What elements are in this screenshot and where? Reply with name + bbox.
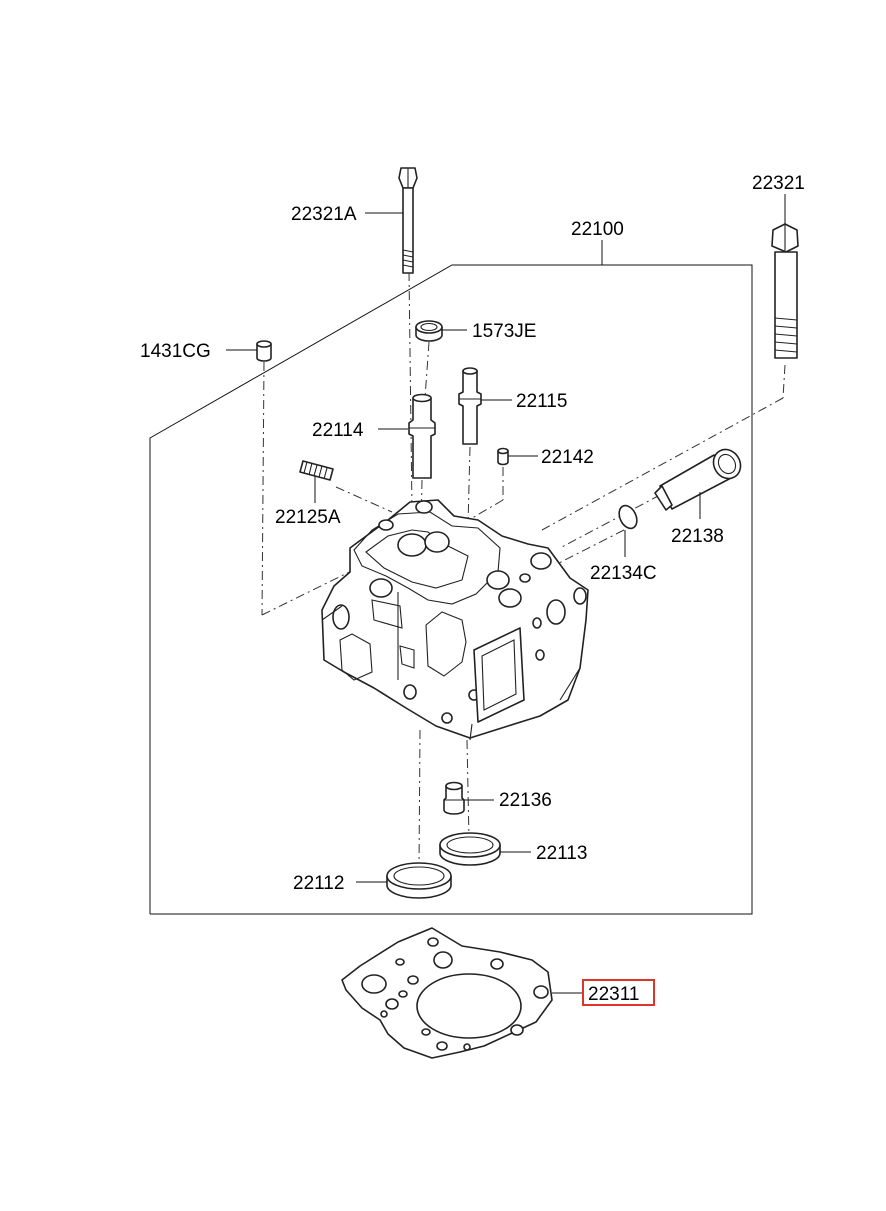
label-22113[interactable]: 22113 [536,843,587,864]
label-22311[interactable]: 22311 [588,984,639,1005]
highlight-box-22311[interactable] [582,979,655,1006]
label-22321a[interactable]: 22321A [291,204,357,225]
label-22138[interactable]: 22138 [671,526,724,547]
guide-22115 [458,367,482,445]
label-1573je[interactable]: 1573JE [472,321,536,342]
seat-ring-22112 [386,862,452,899]
plug-22136 [443,781,465,815]
label-22114[interactable]: 22114 [312,420,364,441]
label-22136[interactable]: 22136 [499,790,552,811]
seat-ring-22113 [439,832,501,866]
pin-1431cg [256,340,272,362]
label-22142[interactable]: 22142 [541,447,594,468]
pin-22142 [497,447,509,466]
label-1431cg[interactable]: 1431CG [140,341,211,362]
label-22115[interactable]: 22115 [516,391,567,412]
assembly-lines [261,271,786,869]
label-22134c[interactable]: 22134C [590,563,657,584]
label-22125a[interactable]: 22125A [275,507,341,528]
oring-22134c [618,504,638,530]
seal-1573je [415,320,443,342]
bolt-22321a [398,167,418,274]
label-22112[interactable]: 22112 [293,873,344,894]
gasket-22311 [341,927,553,1059]
leader-lines [226,194,786,994]
stud-22125a [299,460,334,481]
bolt-22321 [771,223,799,359]
sleeve-22138 [654,448,742,511]
label-22100[interactable]: 22100 [571,219,624,240]
cylinder-head [321,499,589,741]
guide-22114 [408,393,436,479]
label-22321[interactable]: 22321 [752,173,805,194]
